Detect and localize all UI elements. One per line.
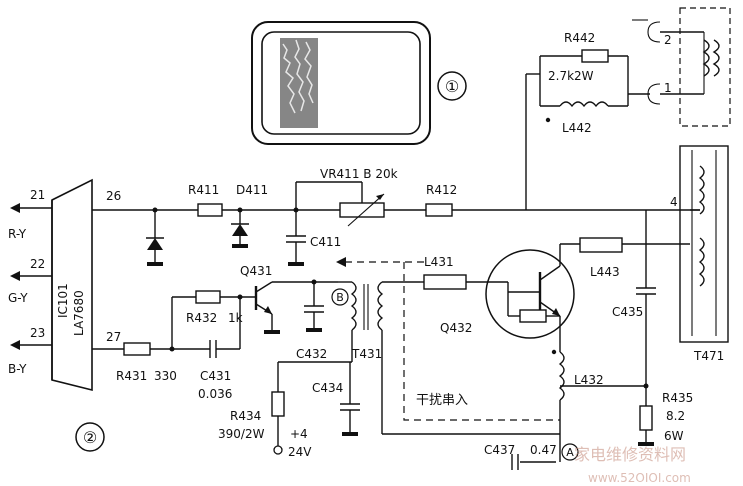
yoke-pin-2: 2	[664, 33, 672, 47]
t471-flyback	[679, 145, 729, 343]
supply-label: +4	[290, 427, 308, 441]
r431-value: 330	[154, 369, 177, 383]
pin-23-label: 23	[30, 326, 45, 340]
pin-4-label: 4	[670, 195, 678, 209]
q431-transistor	[254, 279, 338, 334]
t471-label: T471	[693, 349, 724, 363]
r412-label: R412	[426, 183, 457, 197]
yoke-connector	[632, 7, 731, 127]
l432-coil	[551, 344, 565, 450]
c411-label: C411	[310, 235, 341, 249]
watermark-text: 家电维修资料网	[574, 445, 686, 464]
supply-voltage: 24V	[288, 445, 312, 459]
r442-label: R442	[564, 31, 595, 45]
c435-label: C435	[612, 305, 643, 319]
c431-value: 0.036	[198, 387, 232, 401]
pin26-signal-line	[92, 202, 700, 218]
c435-r435-branch	[560, 210, 656, 446]
c411-capacitor	[286, 210, 306, 266]
l443-label: L443	[590, 265, 620, 279]
ic-ref-label: IC101	[56, 283, 70, 318]
r435-value: 8.2	[666, 409, 685, 423]
output-g-y-label: G-Y	[8, 291, 28, 305]
r411-label: R411	[188, 183, 219, 197]
marker-b: B	[336, 291, 344, 304]
interference-path	[336, 257, 560, 421]
pin-26-label: 26	[106, 189, 121, 203]
l431-label: L431	[424, 255, 454, 269]
c434-label: C434	[312, 381, 343, 395]
pin-21-label: 21	[30, 188, 45, 202]
vr411-wiper	[295, 181, 385, 227]
output-r-y-label: R-Y	[8, 227, 27, 241]
q432-label: Q432	[440, 321, 472, 335]
r432-value: 1k	[228, 311, 243, 325]
l432-label: L432	[574, 373, 604, 387]
crt-screen-illustration	[251, 21, 431, 145]
c431-label: C431	[200, 369, 231, 383]
d411-label: D411	[236, 183, 268, 197]
c437-value: 0.47	[530, 443, 557, 457]
d411-diode	[231, 210, 249, 248]
supply-branch	[271, 344, 360, 455]
r442-value: 2.7k2W	[548, 69, 594, 83]
q431-label: Q431	[240, 264, 272, 278]
c437-label: C437	[484, 443, 515, 457]
c432-label: C432	[296, 347, 327, 361]
r442-l442-branch	[525, 49, 650, 210]
t431-label: T431	[351, 347, 382, 361]
r432-label: R432	[186, 311, 217, 325]
marker-2: ②	[83, 428, 97, 447]
marker-1-circle	[437, 71, 467, 101]
pin27-branch	[92, 290, 256, 358]
watermark-url: www.52OIOI.com	[588, 471, 691, 485]
r434-label: R434	[230, 409, 261, 423]
ic-part-label: LA7680	[72, 290, 86, 336]
l431-q432-stage	[420, 243, 580, 344]
marker-b-circle	[331, 288, 349, 306]
ic-output-pins	[10, 203, 52, 350]
r434-value: 390/2W	[218, 427, 265, 441]
t431-transformer	[338, 281, 420, 434]
r435-label: R435	[662, 391, 693, 405]
yoke-pin-1: 1	[664, 81, 672, 95]
vr411-label: VR411 B 20k	[320, 167, 398, 181]
ic101-chip	[51, 178, 93, 392]
marker-a: A	[566, 446, 574, 459]
l443-coil	[579, 237, 690, 253]
pin-27-label: 27	[106, 330, 121, 344]
interference-label: 干扰串入	[416, 393, 468, 408]
marker-1: ①	[445, 77, 459, 96]
node-a-ground-line	[382, 433, 579, 470]
r431-label: R431	[116, 369, 147, 383]
pin-22-label: 22	[30, 257, 45, 271]
zener-diode-pin26	[146, 210, 164, 266]
r435-power: 6W	[664, 429, 684, 443]
output-b-y-label: B-Y	[8, 362, 27, 376]
marker-2-circle	[75, 422, 105, 452]
l442-label: L442	[562, 121, 592, 135]
